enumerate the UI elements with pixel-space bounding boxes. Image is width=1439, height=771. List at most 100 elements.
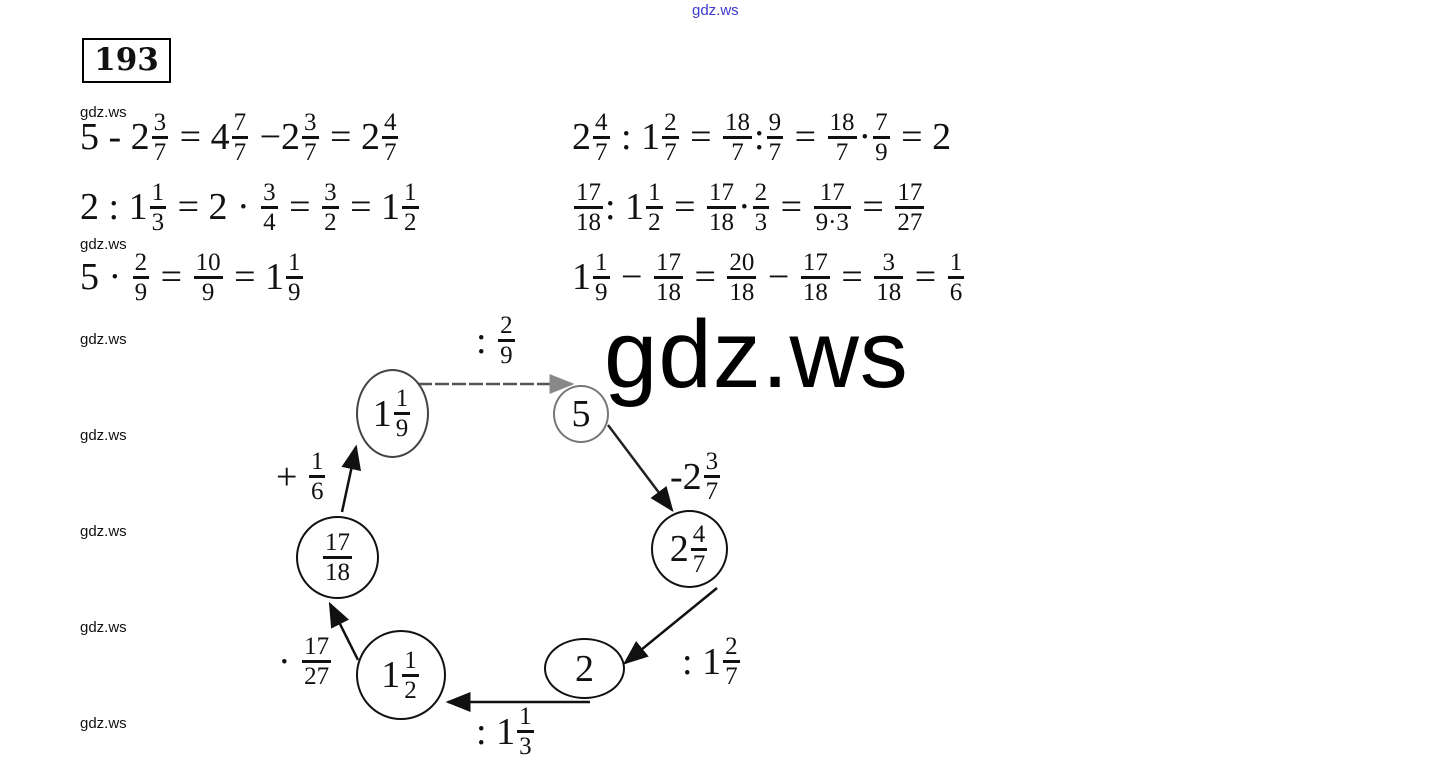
fraction-bar	[707, 205, 736, 209]
denominator: 9	[595, 278, 608, 306]
denominator: 7	[664, 138, 677, 166]
fraction-bar	[322, 205, 339, 209]
math-text: =	[831, 256, 873, 298]
math-text: :	[476, 710, 497, 753]
numerator: 4	[692, 520, 706, 548]
denominator: 7	[304, 138, 317, 166]
numerator: 1	[519, 703, 532, 730]
whole-part: 1	[372, 392, 392, 435]
fraction-bar	[727, 275, 757, 279]
denominator: 2	[404, 676, 417, 704]
denominator: 4	[263, 208, 276, 236]
numerator: 18	[725, 108, 750, 136]
fraction-bar	[402, 673, 419, 677]
numerator: 2	[664, 108, 677, 136]
fraction-bar	[873, 135, 890, 139]
numerator: 17	[819, 178, 845, 206]
watermark-top: gdz.ws	[692, 2, 739, 19]
numerator: 17	[304, 633, 330, 660]
arrow-n6-n1	[340, 444, 362, 513]
math-text: =	[224, 256, 266, 298]
math-text: 2 :	[80, 186, 129, 228]
math-text: +	[276, 455, 307, 498]
fraction-bar	[402, 205, 419, 209]
math-text: 5 ·	[80, 256, 131, 298]
fraction-bar	[393, 412, 411, 415]
fraction-bar	[302, 135, 319, 139]
fraction-bar	[498, 339, 515, 342]
fraction-bar	[895, 205, 925, 209]
whole-part: 2	[281, 116, 301, 158]
arrow-n5-n6	[328, 601, 360, 661]
math-text: =	[852, 186, 894, 228]
numerator: 3	[882, 248, 896, 276]
math-text: =	[279, 186, 321, 228]
math-text: 5	[571, 393, 591, 435]
math-text: : 1	[605, 186, 645, 228]
numerator: 1	[151, 178, 165, 206]
denominator: 9	[500, 342, 513, 369]
math-text: = 2	[891, 116, 952, 158]
fraction-bar	[646, 205, 663, 209]
fraction-bar	[662, 135, 679, 139]
math-text: =	[320, 116, 361, 158]
denominator: 6	[949, 278, 963, 306]
numerator: 17	[802, 248, 828, 276]
whole-part: 1	[496, 710, 516, 753]
numerator: 1	[404, 646, 417, 674]
watermark-side: gdz.ws	[80, 236, 127, 253]
numerator: 2	[134, 248, 148, 276]
fraction-bar	[308, 475, 326, 478]
numerator: 1	[310, 448, 324, 475]
watermark-side: gdz.ws	[80, 104, 127, 121]
watermark-side: gdz.ws	[80, 523, 127, 540]
math-text: -	[670, 455, 683, 498]
math-text: =	[684, 256, 726, 298]
math-text: :	[476, 319, 497, 362]
fraction-bar	[723, 660, 740, 663]
numerator: 9	[768, 108, 782, 136]
math-text: =	[785, 116, 826, 158]
math-text: ·	[278, 640, 301, 683]
denominator: 27	[304, 663, 330, 690]
fraction-bar	[323, 556, 352, 559]
watermark-side: gdz.ws	[80, 427, 127, 444]
math-text: :	[611, 116, 642, 158]
math-text: 2	[575, 647, 594, 690]
cycle-node: 2	[544, 638, 625, 699]
whole-part: 1	[265, 256, 285, 298]
denominator: 9	[134, 278, 148, 306]
math-text: ·	[738, 186, 751, 228]
numerator: 3	[263, 178, 276, 206]
math-text: =	[771, 186, 812, 228]
fraction-bar	[231, 135, 249, 139]
